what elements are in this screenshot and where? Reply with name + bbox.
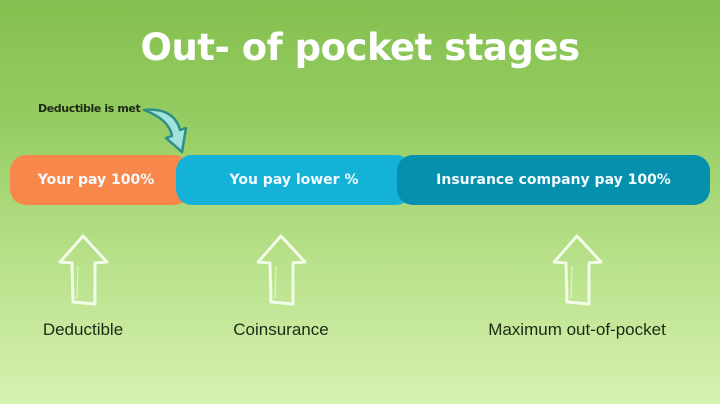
- up-arrow-icon: [256, 234, 307, 306]
- stage-bar-coinsurance: You pay lower %: [176, 155, 412, 205]
- stage-max-out-of-pocket: Maximum out-of-pocket: [472, 232, 682, 340]
- stage-bar-max-out-of-pocket: Insurance company pay 100%: [397, 155, 710, 205]
- stage-label: Maximum out-of-pocket: [488, 320, 666, 339]
- stage-bar-label: Your pay 100%: [37, 172, 155, 188]
- up-arrow-icon: [58, 234, 109, 306]
- up-arrow-icon: [552, 234, 603, 306]
- page-title: Out- of pocket stages: [140, 26, 580, 69]
- stage-label: Deductible: [42, 320, 124, 339]
- deductible-met-callout: Deductible is met: [38, 102, 141, 115]
- stage-bar-deductible: Your pay 100%: [10, 155, 190, 205]
- stage-coinsurance: Coinsurance: [181, 232, 381, 340]
- stage-bar-label: Insurance company pay 100%: [436, 172, 671, 188]
- curved-arrow-down-icon: [142, 108, 188, 154]
- stage-deductible: Deductible: [0, 232, 183, 340]
- stage-bar-label: You pay lower %: [229, 172, 359, 188]
- stage-label: Coinsurance: [233, 320, 329, 339]
